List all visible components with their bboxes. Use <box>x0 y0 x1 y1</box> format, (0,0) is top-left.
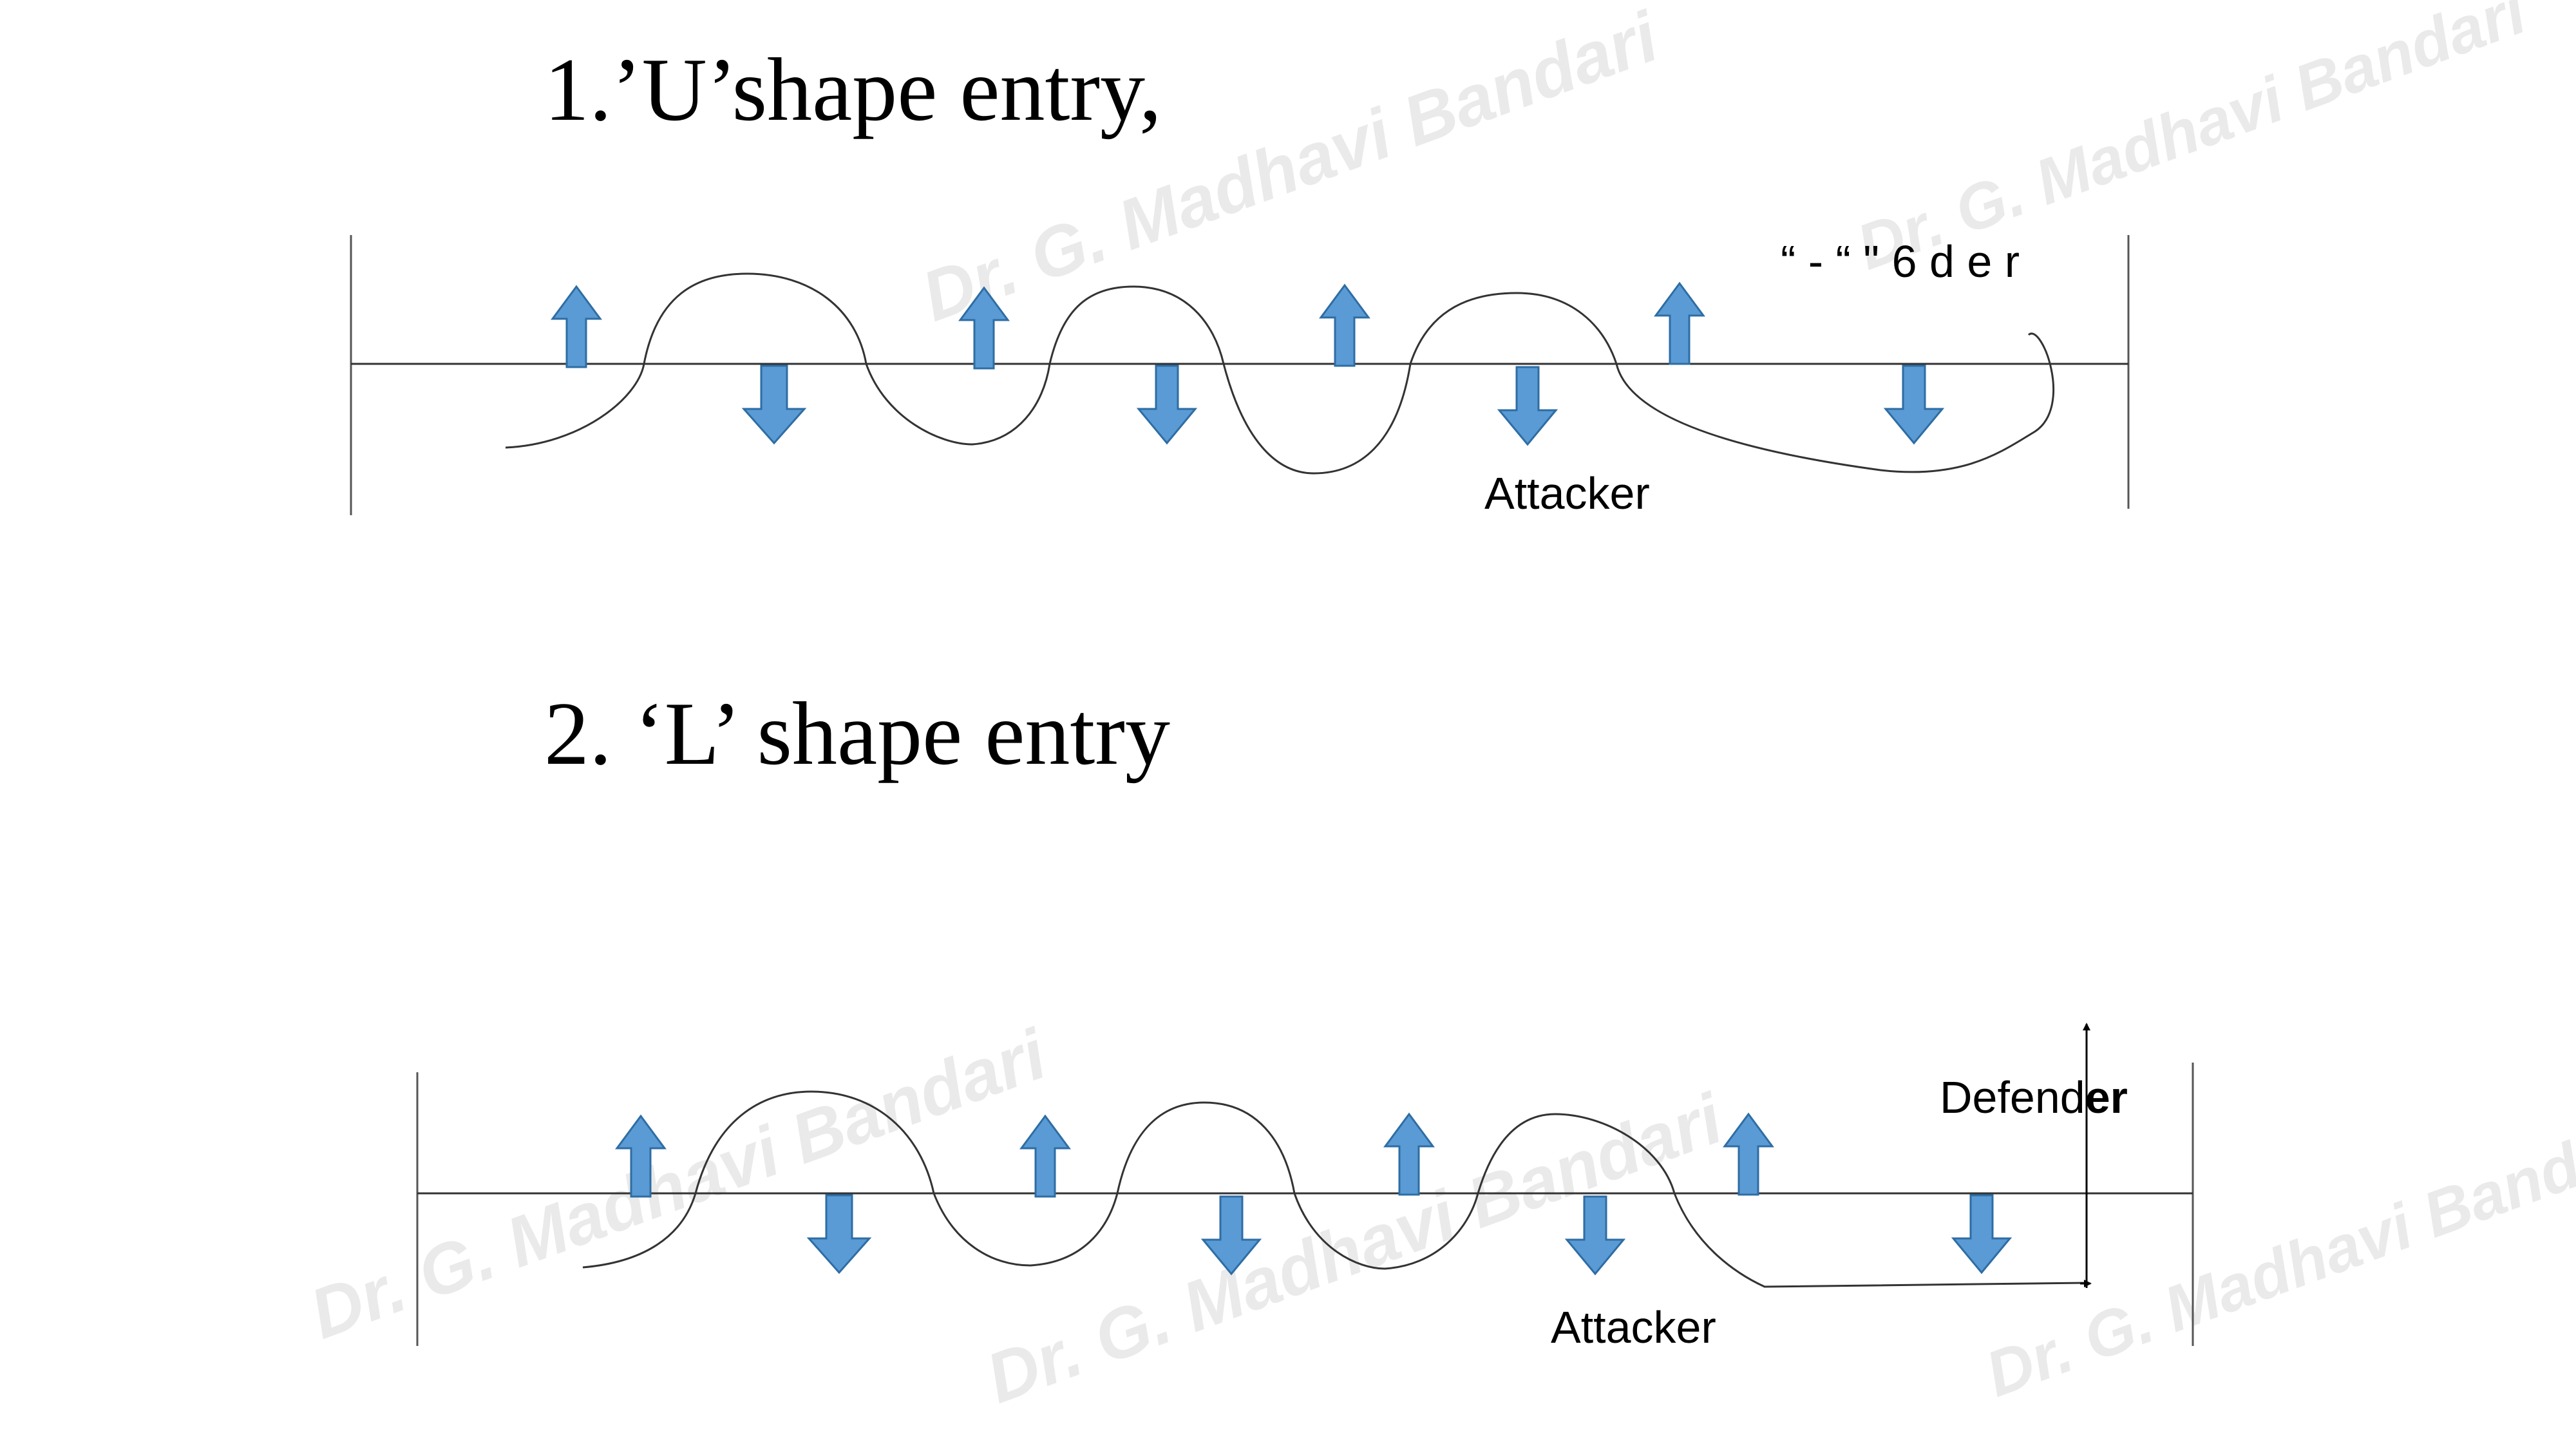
up-arrow-icon <box>958 286 1010 370</box>
up-arrow-icon <box>1019 1114 1071 1198</box>
attacker-label: Attacker <box>1551 1302 1716 1352</box>
defender-label: Defender <box>1940 1072 2128 1122</box>
down-arrow-icon <box>1883 365 1945 445</box>
up-arrow-icon <box>1383 1112 1435 1196</box>
defender-label-start: Defend <box>1940 1072 2085 1122</box>
watermark-text: Dr. G. Madhavi Bandari <box>976 1078 1734 1418</box>
down-arrow-icon <box>1951 1194 2012 1274</box>
heading-l-shape-entry: 2. ‘L’ shape entry <box>544 684 1170 784</box>
defender-label-garbled: “ - “ " 6 d e r <box>1781 236 2020 287</box>
l-shape-diagram: Attacker Defender <box>416 1023 2194 1352</box>
down-arrow-icon <box>1136 365 1198 445</box>
down-arrow-icon <box>741 365 807 445</box>
watermark-text: Dr. G. Madhavi Bandari <box>300 1014 1057 1354</box>
attacker-label: Attacker <box>1484 468 1650 518</box>
up-arrow-icon <box>1319 283 1370 367</box>
heading-u-shape-entry: 1.’U’shape entry, <box>544 40 1162 140</box>
down-arrow-icon <box>1497 366 1558 446</box>
down-arrow-icon <box>1200 1195 1262 1276</box>
watermark-text: Dr. G. Madhavi Bandari <box>1976 1101 2576 1410</box>
down-arrow-icon <box>1564 1195 1626 1276</box>
up-arrow-icon <box>615 1114 667 1198</box>
attacker-path <box>505 272 2054 475</box>
up-arrow-icon <box>1654 281 1705 365</box>
defender-label-end: er <box>2085 1072 2128 1122</box>
u-shape-diagram: Attacker “ - “ " 6 d e r <box>350 235 2130 518</box>
attacker-path <box>582 1090 2087 1288</box>
up-arrow-icon <box>1723 1112 1774 1196</box>
watermark-group: Dr. G. Madhavi Bandari Dr. G. Madhavi Ba… <box>300 0 2576 1419</box>
down-arrow-icon <box>806 1194 872 1274</box>
watermark-text: Dr. G. Madhavi Bandari <box>912 0 1669 337</box>
up-arrow-icon <box>551 285 602 368</box>
